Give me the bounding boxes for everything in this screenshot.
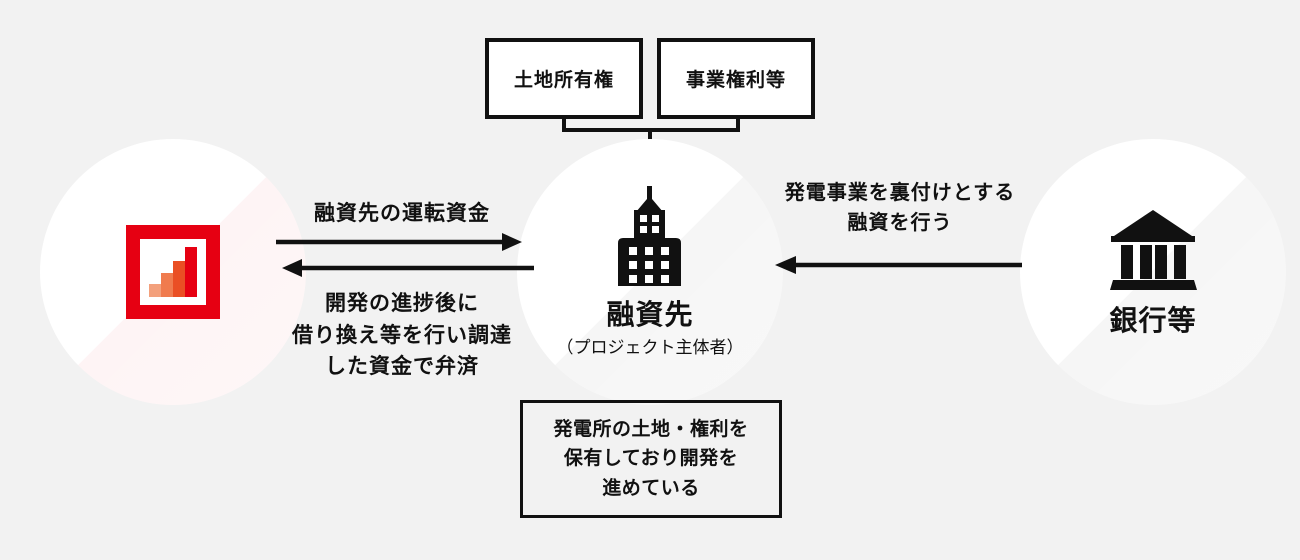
- box-business-rights: 事業権利等: [657, 38, 815, 119]
- box-borrower-description-line1: 発電所の土地・権利を: [553, 418, 749, 440]
- box-borrower-description-line2: 保有しており開発を: [563, 448, 739, 470]
- bar-chart-icon: [126, 225, 220, 319]
- arrow-label-refinance-line3: した資金で弁済: [325, 355, 479, 378]
- box-land-ownership: 土地所有権: [485, 38, 643, 119]
- arrow-label-refinance-repayment: 開発の進捗後に 借り換え等を行い調達 した資金で弁済: [266, 288, 538, 383]
- arrow-working-capital: [276, 233, 522, 251]
- office-building-icon: [618, 186, 681, 287]
- node-bank-content: 銀行等: [1020, 139, 1286, 405]
- connector-stem-to-borrower: [648, 128, 652, 145]
- box-borrower-description-line3: 進めている: [602, 477, 700, 499]
- node-bank-label: 銀行等: [1109, 304, 1197, 336]
- connector-drop-left: [562, 119, 566, 132]
- node-borrower: 融資先 （プロジェクト主体者）: [517, 139, 783, 405]
- node-borrower-content: 融資先 （プロジェクト主体者）: [517, 139, 783, 405]
- arrow-refinance-repayment: [282, 259, 534, 277]
- box-borrower-description: 発電所の土地・権利を 保有しており開発を 進めている: [520, 400, 782, 518]
- box-business-rights-label: 事業権利等: [685, 70, 786, 91]
- arrow-label-bank-loan-line1: 発電事業を裏付けとする: [784, 182, 1016, 204]
- node-borrower-label: 融資先: [606, 299, 694, 331]
- bar-chart-plot-area: [140, 239, 206, 305]
- arrow-label-bank-loan: 発電事業を裏付けとする 融資を行う: [760, 178, 1040, 238]
- node-project-asset-content: [40, 139, 306, 405]
- arrow-bank-loan: [775, 256, 1022, 274]
- connector-drop-right: [736, 119, 740, 132]
- arrow-label-refinance-line2: 借り換え等を行い調達: [292, 323, 512, 347]
- arrow-label-working-capital: 融資先の運転資金: [276, 198, 528, 230]
- bar-chart-bar-1: [149, 284, 161, 297]
- box-land-ownership-label: 土地所有権: [513, 70, 614, 91]
- arrow-label-working-capital-line1: 融資先の運転資金: [314, 202, 490, 225]
- node-bank: 銀行等: [1020, 139, 1286, 405]
- node-borrower-sublabel: （プロジェクト主体者）: [556, 338, 744, 358]
- arrow-label-refinance-line1: 開発の進捗後に: [325, 292, 479, 315]
- bar-chart-bar-2: [161, 273, 173, 297]
- bank-building-icon: [1110, 209, 1197, 290]
- bar-chart-bar-4: [185, 247, 197, 297]
- arrow-label-bank-loan-line2: 融資を行う: [847, 212, 953, 234]
- bar-chart-bar-3: [173, 261, 185, 297]
